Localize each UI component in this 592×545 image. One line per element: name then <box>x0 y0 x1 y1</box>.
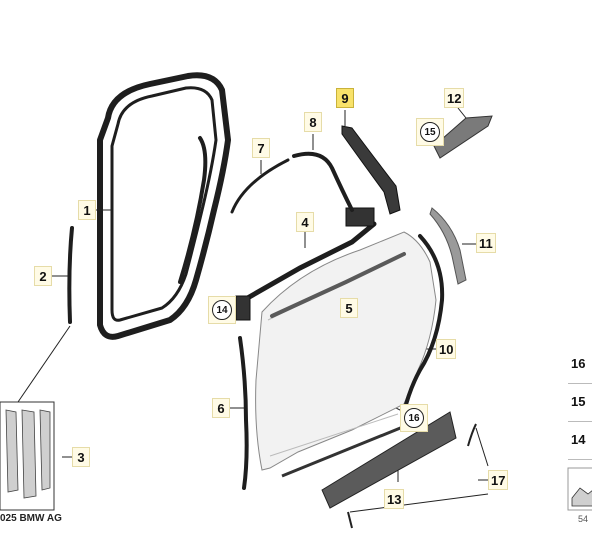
label-10[interactable]: 10 <box>436 339 457 359</box>
label-8[interactable]: 8 <box>304 112 322 132</box>
label-13[interactable]: 13 <box>384 489 405 509</box>
ref-14-wrap[interactable]: 14 <box>208 296 236 324</box>
pillar-trim <box>341 125 401 215</box>
door-panel <box>255 231 437 471</box>
ref-14: 14 <box>212 300 232 320</box>
label-1[interactable]: 1 <box>78 200 96 220</box>
window-channel <box>241 221 377 303</box>
ref-15: 15 <box>420 122 440 142</box>
ref-16-wrap[interactable]: 16 <box>400 404 428 432</box>
label-7[interactable]: 7 <box>252 138 270 158</box>
leader-lines <box>17 107 489 513</box>
rear-seal <box>402 234 445 414</box>
legend-num-15: 15 <box>571 394 586 409</box>
quarter-panel <box>433 115 493 159</box>
legend-num-16: 16 <box>571 356 586 371</box>
label-12[interactable]: 12 <box>444 88 465 108</box>
ref-16: 16 <box>404 408 424 428</box>
upper-trim-7 <box>230 158 290 214</box>
legend-num-14: 14 <box>571 432 586 447</box>
pillar-seal <box>238 336 249 490</box>
channel-bracket <box>345 207 375 227</box>
label-9[interactable]: 9 <box>336 88 354 108</box>
label-4[interactable]: 4 <box>296 212 314 232</box>
sill-trim <box>321 411 457 509</box>
label-6[interactable]: 6 <box>212 398 230 418</box>
legend-row-15[interactable]: 15 <box>568 386 592 422</box>
label-17[interactable]: 17 <box>488 470 509 490</box>
copyright-text: 025 BMW AG <box>0 513 62 524</box>
upper-trim-8 <box>292 151 354 212</box>
seal-strip <box>67 226 74 324</box>
legend-row-14[interactable]: 14 <box>568 424 592 460</box>
label-11[interactable]: 11 <box>476 233 496 253</box>
label-3[interactable]: 3 <box>72 447 90 467</box>
label-2[interactable]: 2 <box>34 266 52 286</box>
door-seal <box>97 72 231 340</box>
legend-drawing <box>567 467 592 511</box>
image-number: 54 <box>578 514 589 524</box>
label-5[interactable]: 5 <box>340 298 358 318</box>
rear-strip <box>429 207 467 285</box>
legend-row-16[interactable]: 16 <box>568 348 592 384</box>
ref-15-wrap[interactable]: 15 <box>416 118 444 146</box>
trim-box <box>0 401 55 511</box>
